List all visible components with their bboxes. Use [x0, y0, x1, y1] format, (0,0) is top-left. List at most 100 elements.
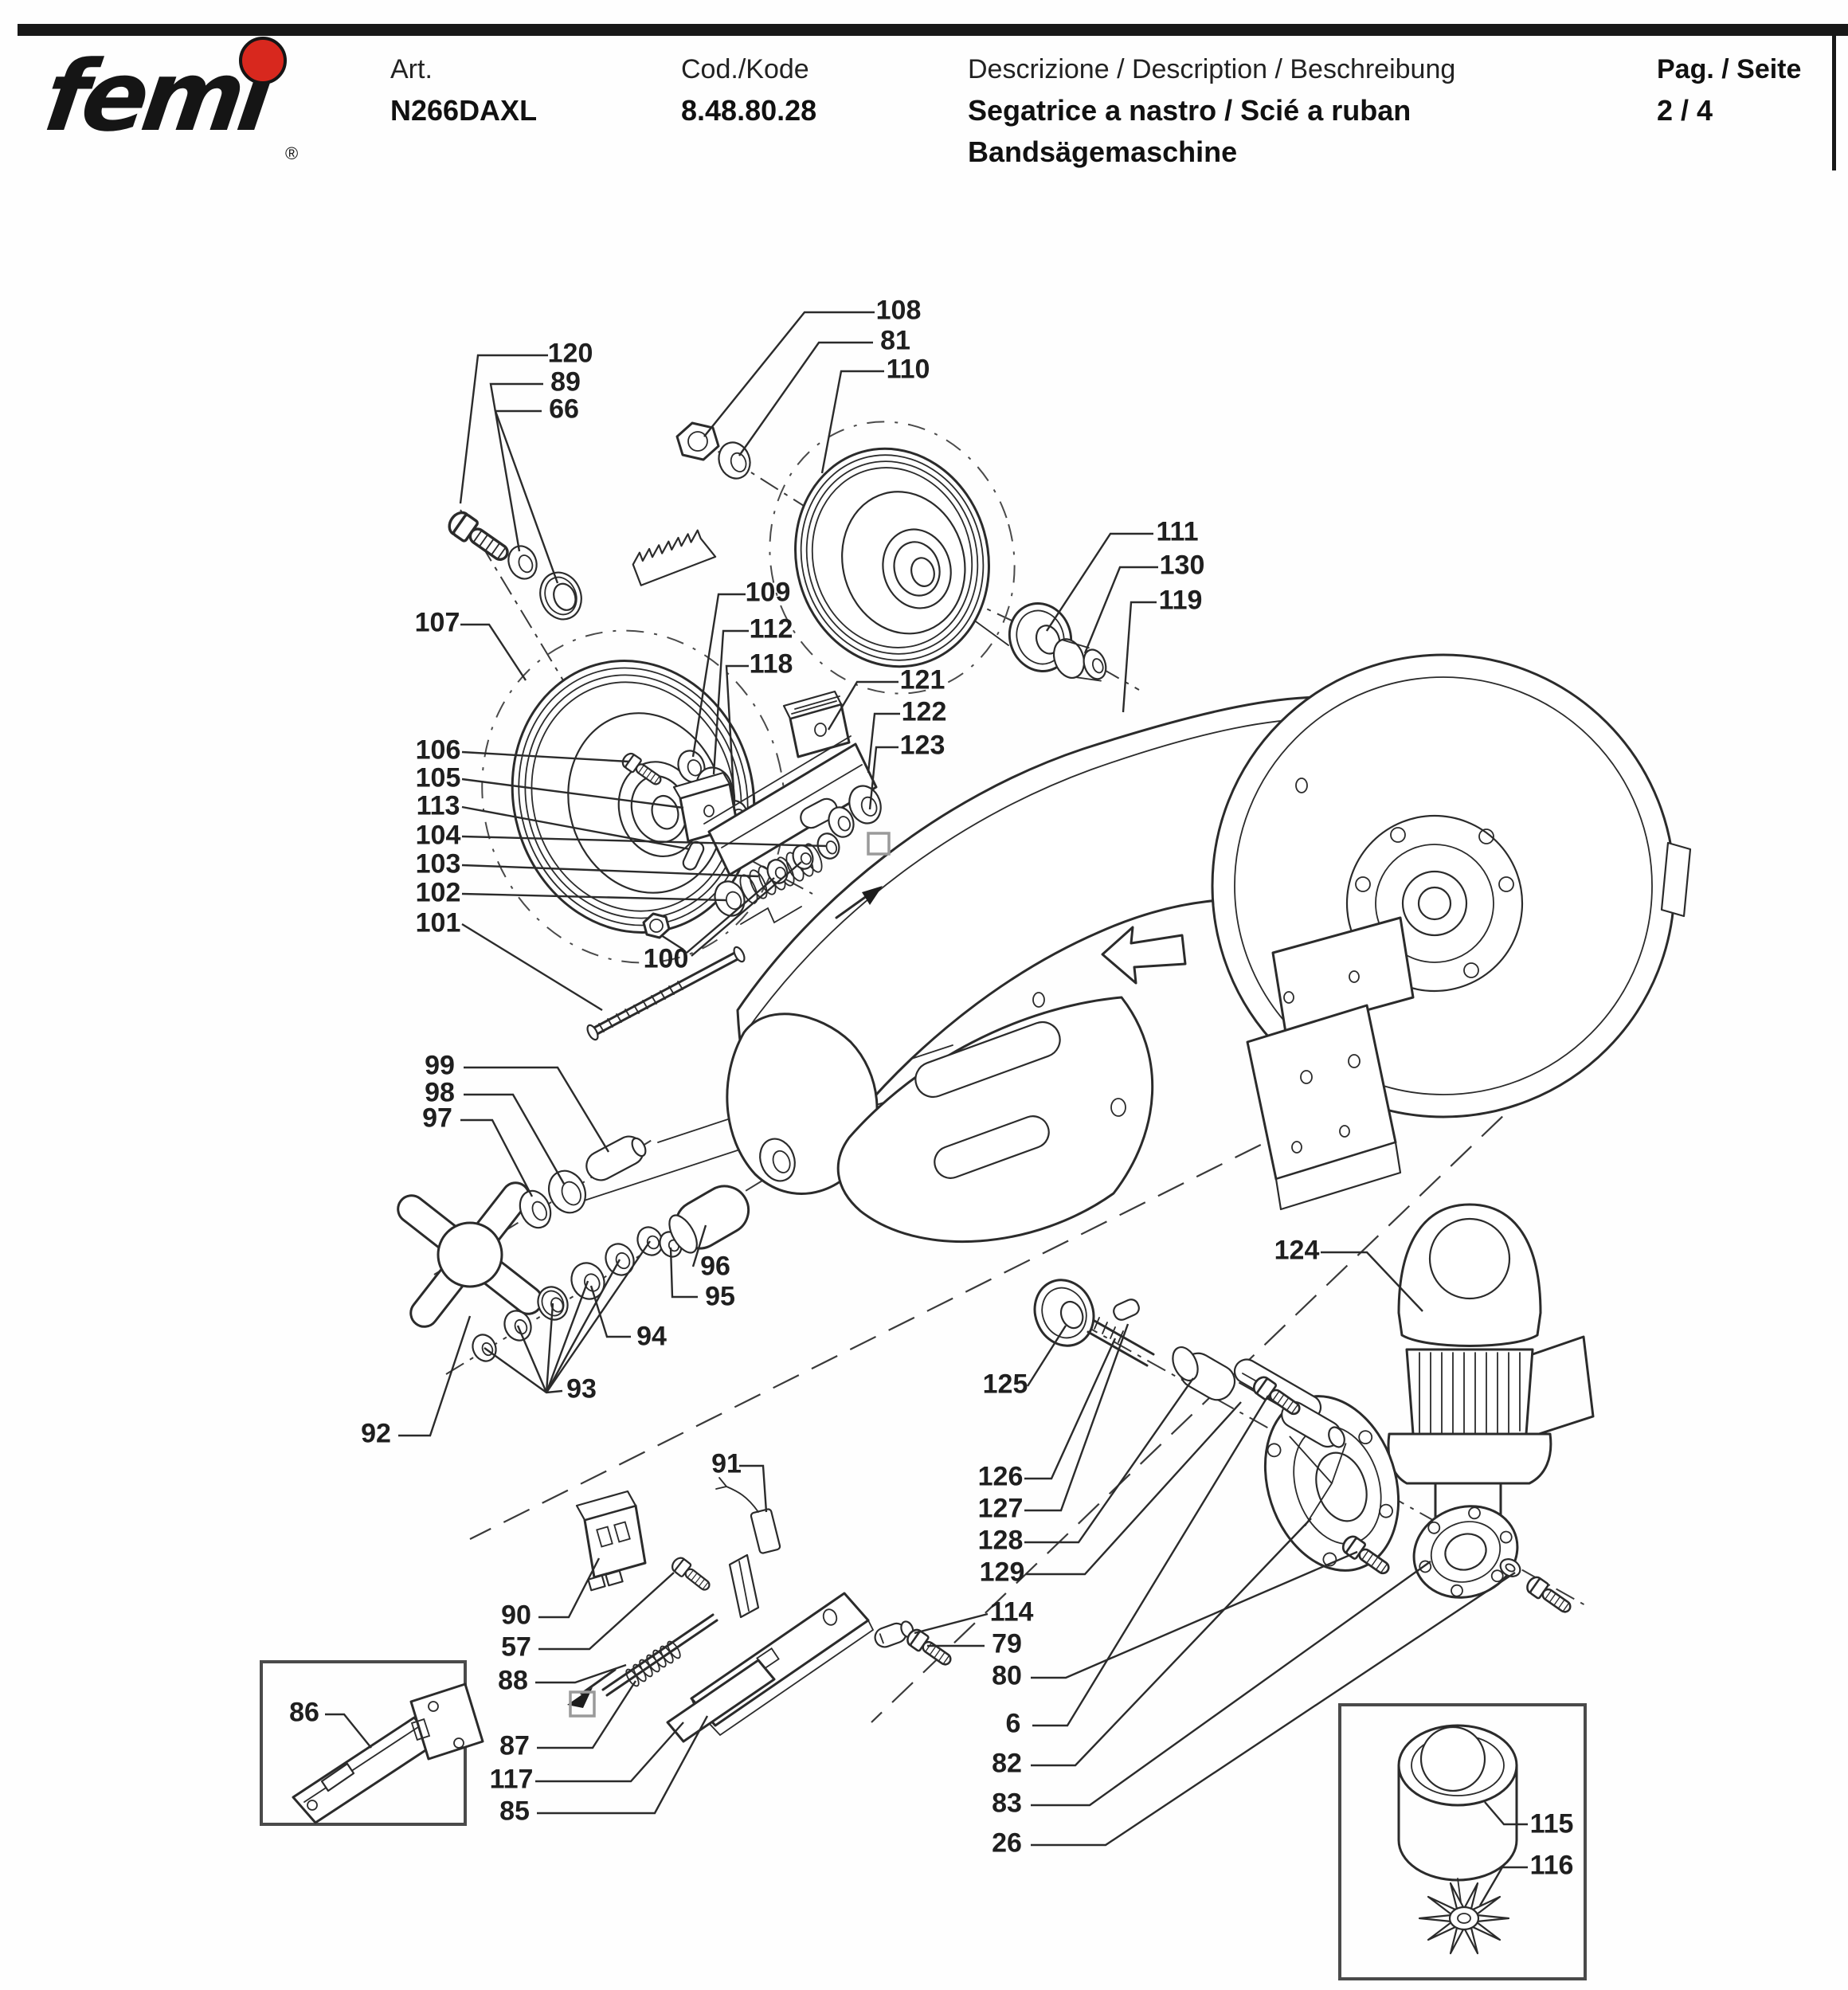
art-label: Art.: [390, 54, 433, 84]
leader-line-121: [827, 680, 899, 731]
leader-line-57: [538, 1572, 675, 1651]
leader-line-93: [545, 1259, 621, 1393]
leader-line-125: [1026, 1325, 1067, 1387]
leader-line-127: [1024, 1323, 1130, 1512]
microswitch: [715, 1477, 781, 1554]
leader-line-100: [691, 861, 802, 957]
leader-line-103: [461, 864, 759, 878]
leader-line-101: [461, 923, 603, 1012]
leader-line-102: [461, 892, 727, 902]
description-label: Descrizione / Description / Beschreibung: [968, 54, 1456, 84]
leader-line-95: [669, 1247, 698, 1299]
leader-line-122: [867, 712, 900, 774]
leader-line-92: [398, 1315, 472, 1437]
guide-plate-assembly: [567, 1592, 956, 1743]
leader-line-119: [1122, 601, 1157, 713]
registered-mark: ®: [285, 143, 299, 163]
leader-line-124: [1321, 1251, 1423, 1312]
small-spring: [625, 1640, 681, 1687]
cooling-fan: [1418, 1882, 1510, 1955]
leader-line-118: [725, 664, 749, 805]
cap-grille: [1419, 1726, 1486, 1792]
leader-line-99: [464, 1066, 610, 1153]
leader-line-86: [325, 1713, 372, 1749]
motor-air-intake-grille: [1428, 1217, 1511, 1300]
upper-wheel-bushing: [1052, 638, 1107, 682]
placeholder-square-2: [569, 1690, 596, 1718]
leader-line-96: [691, 1224, 707, 1267]
leader-line-117: [535, 1722, 684, 1783]
leader-line-128: [1024, 1377, 1194, 1544]
leader-line-98: [464, 1093, 566, 1185]
leader-line-66: [494, 409, 559, 584]
leader-line-120: [459, 354, 548, 504]
leader-line-89: [489, 382, 543, 552]
band-wheel-upper: [769, 421, 1016, 695]
toothed-rack: [632, 529, 717, 586]
leader-line-85: [537, 1715, 709, 1815]
switch-cluster: [575, 1477, 781, 1619]
leader-line-81: [738, 341, 873, 456]
tension-rod: [586, 946, 746, 1041]
leader-line-115: [1484, 1801, 1528, 1826]
leader-line-80: [1031, 1550, 1358, 1679]
leader-line-114: [914, 1612, 989, 1635]
femi-logo-red-dot: [239, 37, 287, 84]
leader-line-91: [739, 1464, 768, 1513]
leader-line-112: [712, 629, 749, 775]
wheel-axle-bolt: [444, 507, 582, 621]
leader-line-123: [868, 746, 899, 810]
direction-arrow-icon: [1101, 926, 1187, 985]
leader-line-88: [535, 1663, 627, 1684]
tension-assembly: [586, 690, 882, 1041]
leader-line-108: [703, 311, 875, 437]
header-right-border: [1832, 35, 1836, 170]
leader-line-110: [820, 370, 884, 474]
leader-line-90: [538, 1557, 601, 1619]
leader-line-26: [1031, 1572, 1516, 1847]
inset-box-bracket: [260, 1660, 484, 1826]
leader-line-111: [1045, 532, 1153, 632]
leader-line-100: [686, 877, 775, 954]
worm-shaft-set: [1033, 1279, 1345, 1448]
code-value: 8.48.80.28: [681, 94, 817, 127]
leader-line-109: [691, 593, 746, 758]
description-line1: Segatrice a nastro / Scié a ruban: [968, 94, 1411, 127]
leader-line-106: [461, 750, 630, 763]
leader-line-6: [1032, 1395, 1270, 1727]
motor-screws: [1249, 1373, 1576, 1618]
page-label: Pag. / Seite: [1657, 54, 1802, 84]
leader-line-107: [460, 623, 527, 681]
mounting-foot: [1246, 916, 1415, 1211]
leader-line-100: [660, 934, 684, 951]
leader-line-116: [1478, 1866, 1528, 1906]
header-top-bar: [18, 24, 1848, 36]
handwheel-assembly: [397, 1135, 750, 1362]
leader-line-130: [1083, 566, 1158, 654]
leader-line-105: [461, 778, 684, 809]
arm-guide-block: [836, 996, 1154, 1244]
leader-line-126: [1024, 1338, 1117, 1480]
leader-lines: [325, 311, 1528, 1906]
motor: [1387, 1203, 1595, 1599]
axle-nut-and-washer: [675, 421, 751, 480]
leader-line-87: [537, 1680, 637, 1749]
leader-line-83: [1031, 1561, 1431, 1807]
flange-disc: [1263, 1395, 1400, 1572]
leader-line-93: [545, 1303, 554, 1393]
motor-hub: [1412, 1505, 1519, 1599]
code-label: Cod./Kode: [681, 54, 809, 84]
placeholder-square: [867, 832, 891, 856]
page-value: 2 / 4: [1657, 94, 1713, 127]
leader-line-93: [546, 1240, 651, 1393]
leader-line-97: [460, 1118, 534, 1197]
leader-line-104: [461, 835, 828, 848]
leader-line-93: [545, 1280, 589, 1393]
art-value: N266DAXL: [390, 94, 538, 127]
leader-line-93: [516, 1325, 548, 1393]
direction-small-arrow: [835, 886, 883, 919]
inset-box-motor-cap-fan: [1338, 1703, 1587, 1980]
leader-line-129: [1026, 1401, 1242, 1576]
